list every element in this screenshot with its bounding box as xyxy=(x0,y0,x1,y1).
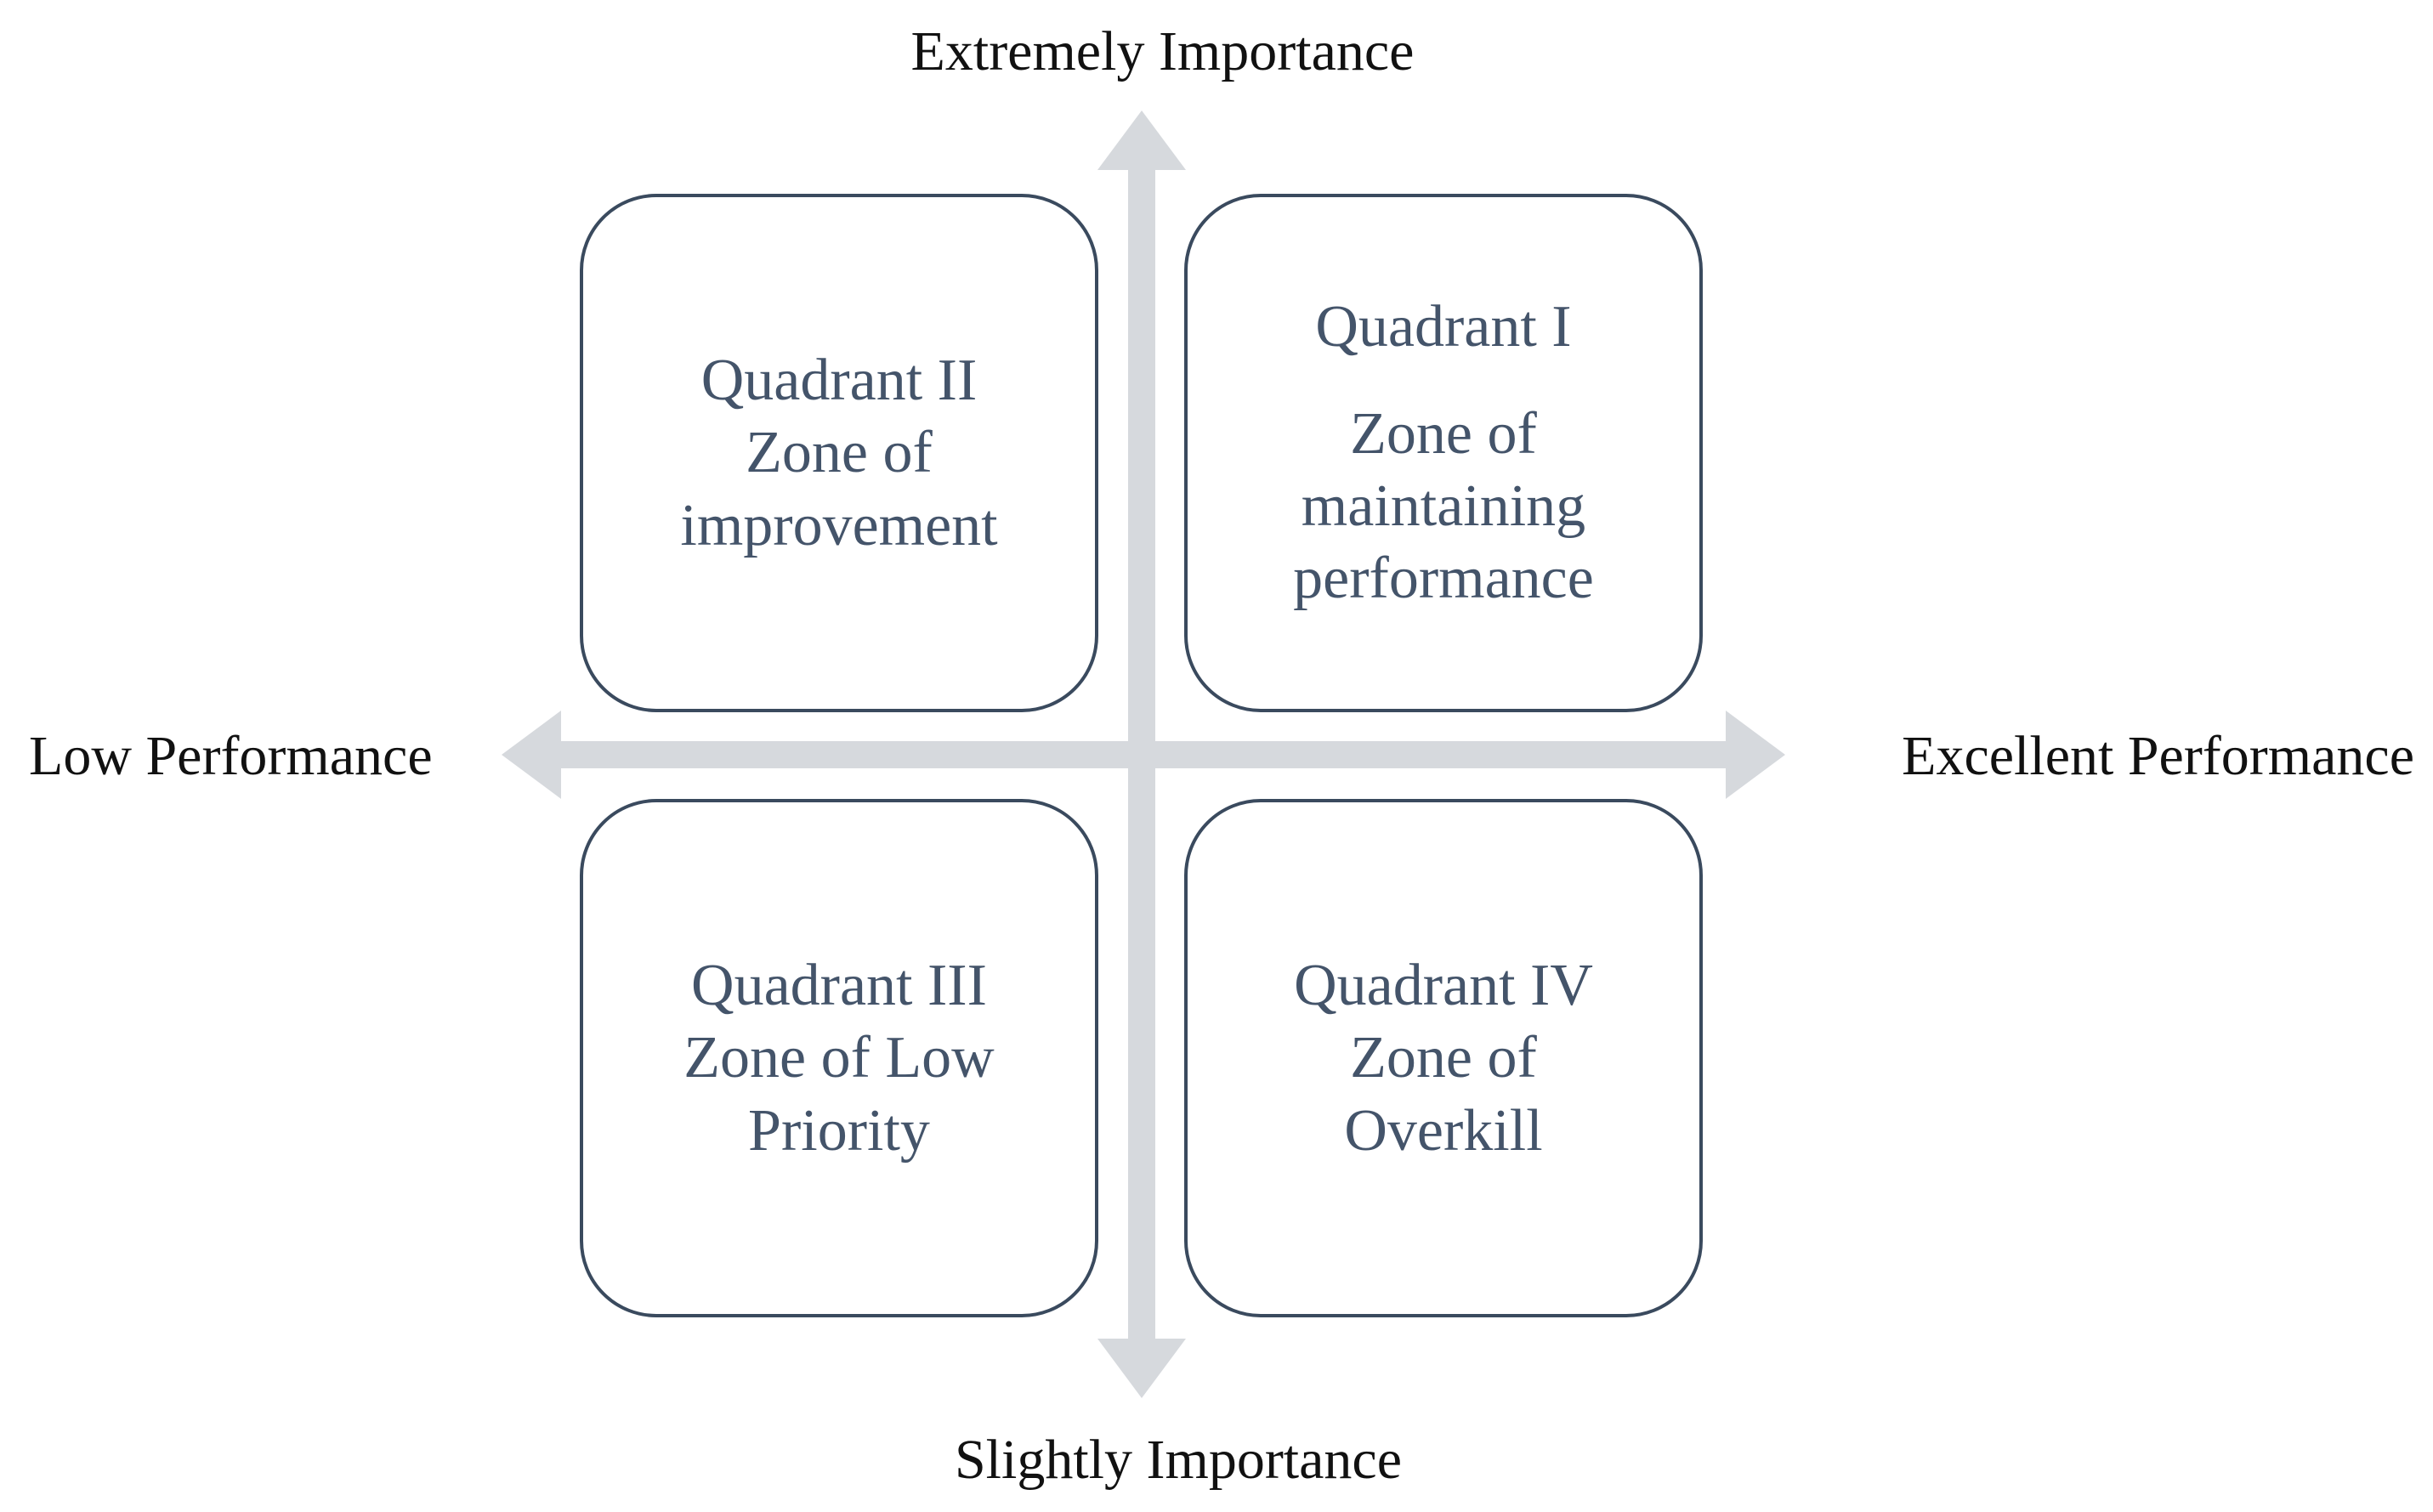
axis-label-bottom: Slightly Importance xyxy=(954,1429,1403,1491)
quadrant-4-zone: Zone of Overkill xyxy=(1344,1025,1543,1164)
quadrant-2-zone: Zone of improvement xyxy=(680,420,998,558)
quadrant-1-title: Quadrant I xyxy=(1315,294,1572,360)
quadrant-2-box: Quadrant II Zone of improvement xyxy=(580,194,1098,712)
quadrant-4-box: Quadrant IV Zone of Overkill xyxy=(1184,799,1703,1317)
quadrant-3-box: Quadrant III Zone of Low Priority xyxy=(580,799,1098,1317)
axis-label-right: Excellent Performance xyxy=(1902,725,2414,787)
axis-label-top: Extremely Importance xyxy=(910,20,1415,82)
quadrant-3-zone: Zone of Low Priority xyxy=(683,1025,995,1164)
axis-label-left: Low Performance xyxy=(29,725,433,787)
quadrant-3-title: Quadrant III xyxy=(691,952,987,1018)
quadrant-4-title: Quadrant IV xyxy=(1294,952,1593,1018)
quadrant-1-zone: Zone of maintaining performance xyxy=(1293,400,1594,612)
quadrant-1-box: Quadrant I Zone of maintaining performan… xyxy=(1184,194,1703,712)
horizontal-axis-arrow xyxy=(502,711,1785,799)
quadrant-2-title: Quadrant II xyxy=(700,347,978,413)
